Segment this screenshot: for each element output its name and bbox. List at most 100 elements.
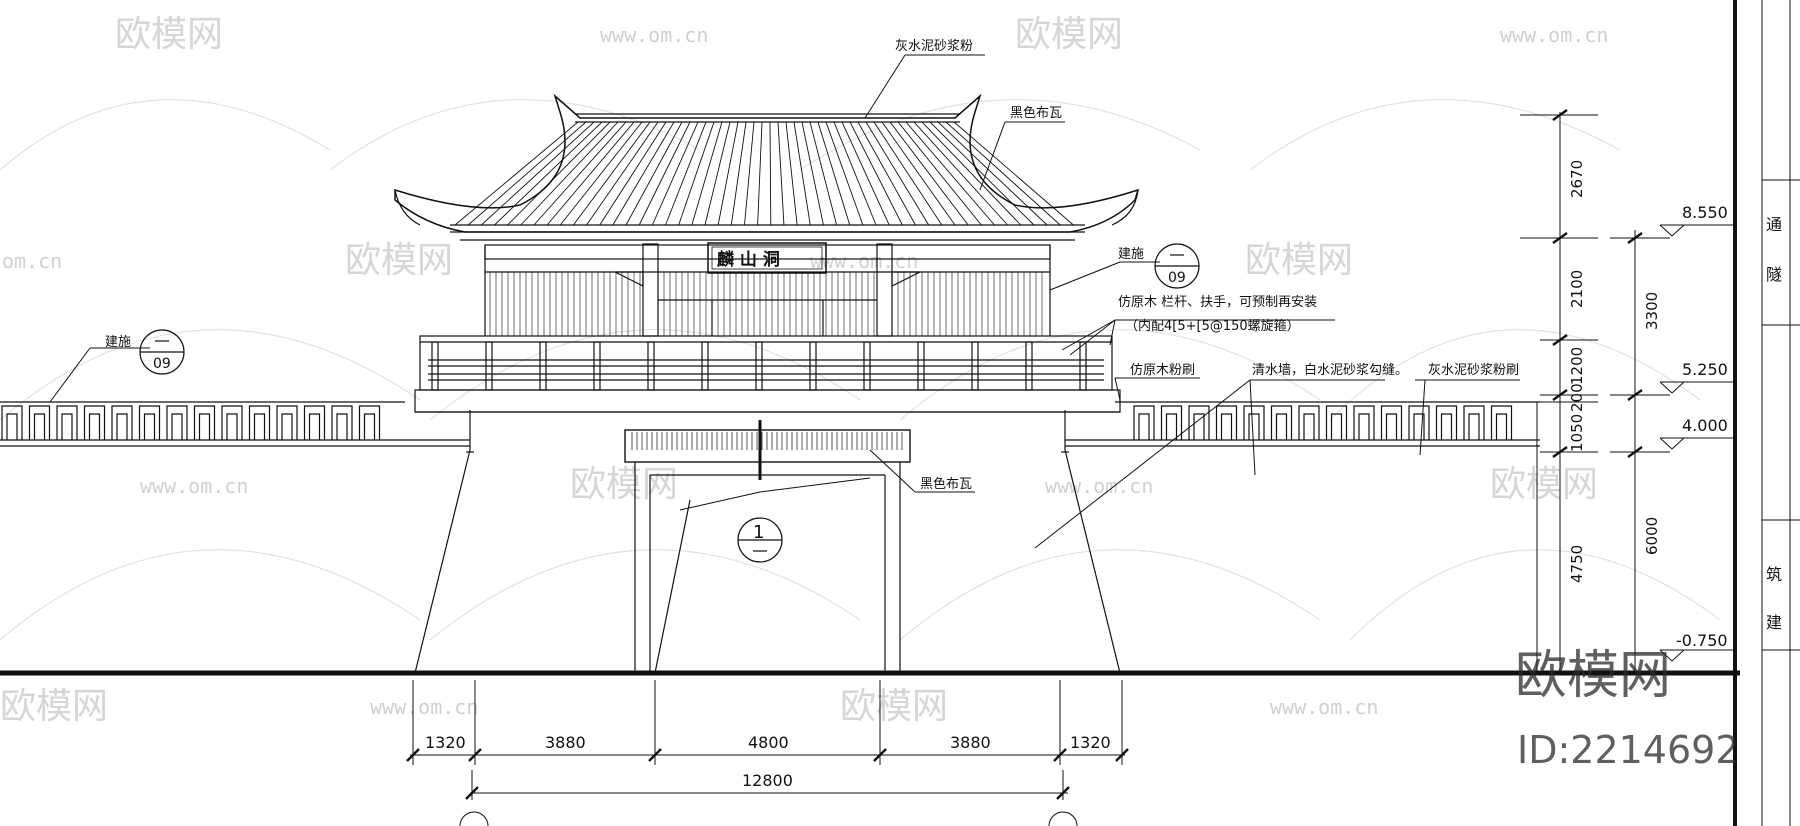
roof-tile-line (865, 121, 930, 226)
roof-tile-line (889, 121, 969, 226)
roof-tile-line (665, 121, 707, 226)
roof-tile-line (559, 121, 643, 226)
watermark-url: www.om.cn (1270, 695, 1378, 719)
roof-tile-line (937, 121, 1048, 226)
roof-tile-line (678, 121, 715, 226)
watermark-url: www.om.cn (1045, 474, 1153, 498)
roof-tile-line (467, 121, 587, 226)
baluster-post (647, 341, 655, 391)
roof-tile-line (691, 121, 723, 226)
roof-tile-line (793, 121, 811, 226)
merlon (1380, 405, 1403, 440)
roof-tile-line (744, 121, 755, 226)
detail-right-number: 09 (1168, 270, 1186, 286)
roof-tile-line (454, 121, 579, 226)
watermark-layer: 欧模网 www.om.cn 欧模网 www.om.cn om.cn 欧模网 ww… (0, 14, 1721, 727)
merlon (1243, 405, 1265, 440)
roof-tile-line (849, 121, 903, 226)
merlon (193, 405, 216, 440)
elevation-5-250: 5.250 (1682, 360, 1728, 379)
merlon (1, 405, 23, 440)
watermark-url: www.om.cn (1500, 23, 1608, 47)
dim-200: 200 (1568, 383, 1586, 412)
roof-tile-line (533, 121, 627, 226)
roof-tile-line (599, 121, 667, 226)
section-symbol (737, 517, 783, 563)
roof-tile-line (881, 121, 956, 226)
label-faux-wood-rail-note: （内配4[5+[5@150螺旋箍） (1125, 318, 1300, 334)
roof-tile-line (833, 121, 877, 226)
roof-tile-line (857, 121, 916, 226)
title-block-text: 筑 (1766, 565, 1782, 584)
watermark-url: www.om.cn (370, 695, 478, 719)
merlon (111, 405, 133, 440)
merlon (1215, 405, 1238, 440)
detail-symbol-left (139, 329, 185, 375)
watermark-brand: 欧模网 (345, 240, 453, 281)
section-number: 1 (753, 522, 764, 543)
label-jianshi-right: 建施 (1118, 247, 1144, 262)
roof-tile-line (921, 121, 1022, 226)
label-faux-wood-paint: 仿原木粉刷 (1130, 363, 1195, 378)
merlon (1325, 405, 1348, 440)
roof-tile-line (638, 121, 691, 226)
roof-tile-line (809, 121, 838, 226)
text-layer: 灰水泥砂浆粉 黑色布瓦 建施 09 仿原木 栏杆、扶手，可预制再安装 （内配4[… (105, 39, 1782, 790)
baluster-post (755, 341, 763, 391)
watermark-url: www.om.cn (810, 249, 918, 273)
horizontal-dimension-chain (406, 680, 1129, 826)
roof-tile-line (913, 121, 1008, 226)
roof-tile-line (481, 121, 595, 226)
merlon (1160, 405, 1183, 440)
merlon (1298, 405, 1320, 440)
tunnel-body (414, 410, 1121, 674)
roof-tile-line (825, 121, 864, 226)
label-gray-cement-top: 灰水泥砂浆粉 (895, 39, 973, 54)
title-block-text: 建 (1766, 613, 1782, 632)
merlon (331, 405, 353, 440)
baluster-post (1079, 341, 1087, 391)
merlon (28, 405, 51, 440)
watermark-brand: 欧模网 (1245, 240, 1353, 281)
merlon (276, 405, 298, 440)
roof-tile-line (507, 121, 611, 226)
elevation-markers (1659, 224, 1735, 662)
left-crenellated-wall (0, 401, 470, 447)
roof-tile-line (953, 121, 1074, 226)
baluster-post (701, 341, 709, 391)
baluster-post (809, 341, 817, 391)
roof-tile-line (801, 121, 824, 226)
right-crenellated-wall (1065, 401, 1540, 447)
roof-tile-line (817, 121, 851, 226)
plaque-text: 麟 山 洞 (717, 249, 780, 270)
watermark-brand: 欧模网 (570, 464, 678, 505)
watermark-url: om.cn (2, 249, 62, 273)
merlon (1133, 405, 1155, 440)
roof-tile-line (730, 121, 747, 226)
baluster-post (485, 341, 493, 391)
watermark-brand: 欧模网 (115, 14, 223, 55)
roof-tile-line (897, 121, 982, 226)
merlon (1270, 405, 1293, 440)
dim-h-1320-left: 1320 (425, 733, 466, 752)
title-block-text: 通 (1766, 215, 1782, 234)
merlon (303, 405, 326, 440)
roof-tile-line (929, 121, 1035, 226)
label-black-tile-gate: 黑色布瓦 (920, 476, 972, 492)
label-black-tile-roof: 黑色布瓦 (1010, 105, 1062, 121)
roof-tile-line (612, 121, 675, 226)
roof-tile-line (905, 121, 995, 226)
tunnel-opening (624, 420, 911, 674)
merlon (166, 405, 188, 440)
merlon (1463, 405, 1485, 440)
roof-tile-line (777, 121, 785, 226)
dim-h-3880-left: 3880 (545, 733, 586, 752)
baluster-post (539, 341, 547, 391)
watermark-url: www.om.cn (600, 23, 708, 47)
label-jianshi-left: 建施 (105, 335, 131, 350)
title-block-text: 隧 (1766, 265, 1782, 284)
merlon (56, 405, 78, 440)
title-block-border (1733, 0, 1800, 826)
roof-tile-line (546, 121, 635, 226)
